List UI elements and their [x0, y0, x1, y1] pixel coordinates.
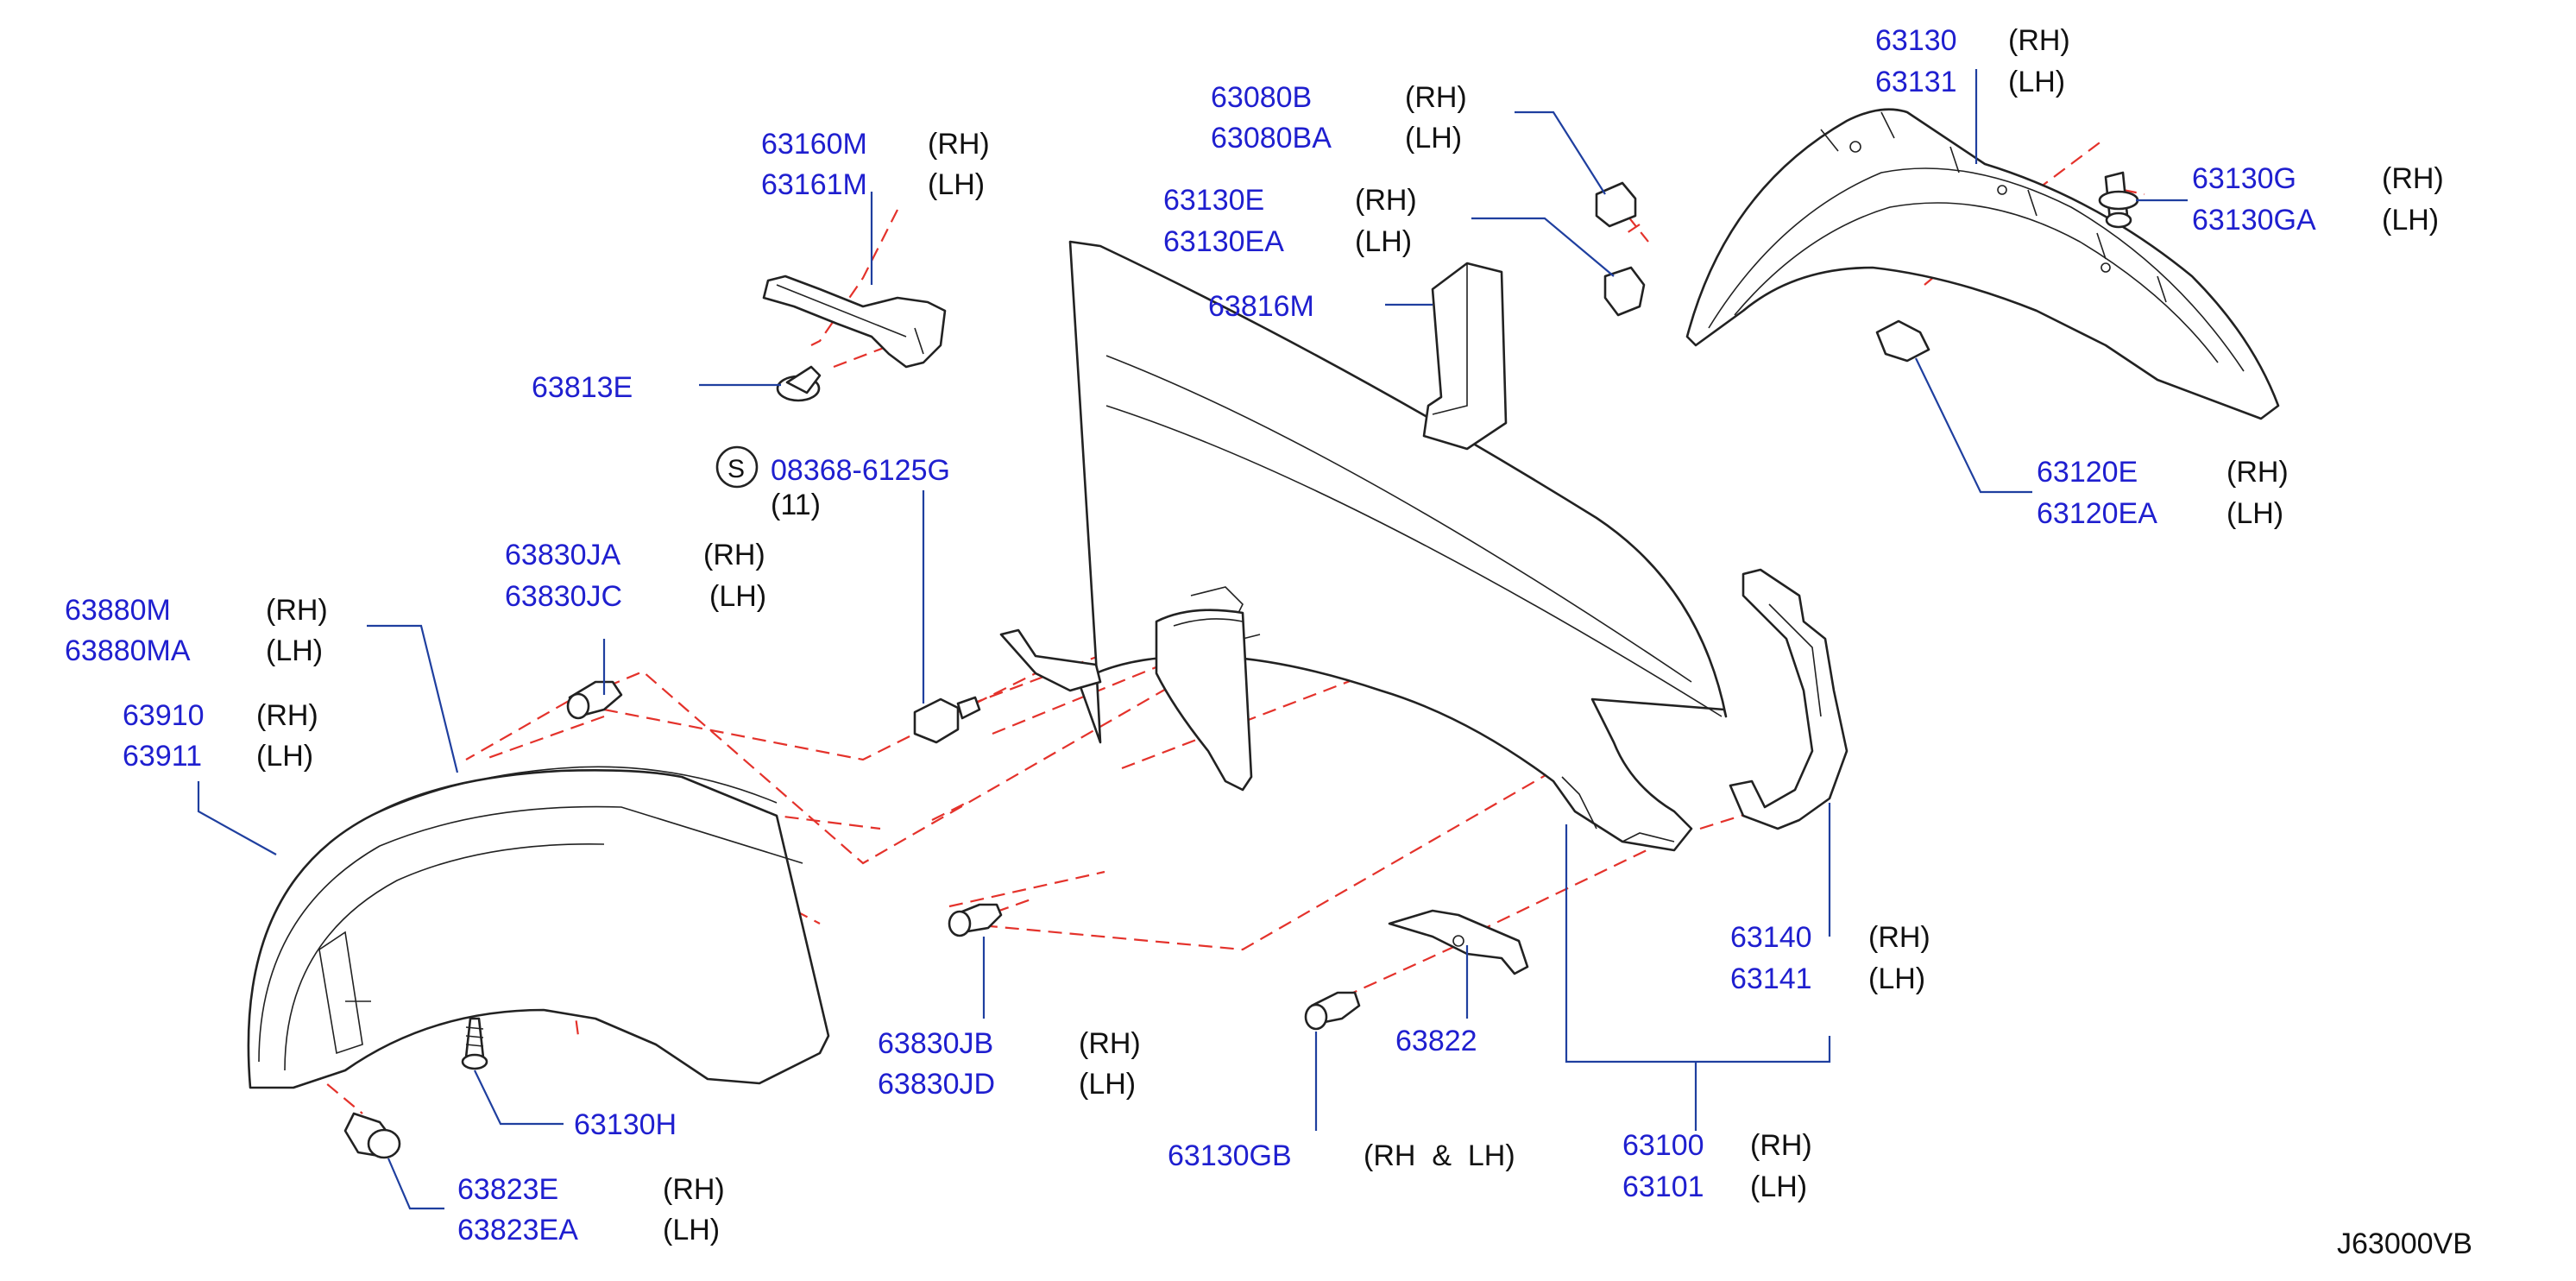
label-63100[interactable]: 63100: [1622, 1129, 1704, 1162]
label-63101[interactable]: 63101: [1622, 1171, 1704, 1203]
label-63141[interactable]: 63141: [1730, 962, 1812, 995]
screw-63130h-part: [461, 1017, 488, 1070]
front-fender-part: [1068, 240, 1728, 852]
label-rh-63830ja: (RH): [703, 539, 765, 571]
fender-protector-lip-part: [362, 766, 778, 821]
label-lh-63101: (LH): [1750, 1171, 1807, 1203]
label-lh-63080ba: (LH): [1405, 122, 1462, 155]
label-lh-63830jc: (LH): [709, 580, 766, 613]
label-rh-63830jb: (RH): [1079, 1027, 1141, 1060]
splash-shield-part: [247, 769, 830, 1089]
bracket-63822-part: [1388, 909, 1529, 975]
label-rh-63120e: (RH): [2226, 456, 2289, 489]
clip-63080b-part: [1595, 181, 1637, 228]
label-rh-63823e: (RH): [663, 1173, 725, 1206]
label-screw-qty: (11): [771, 489, 821, 521]
label-63120e[interactable]: 63120E: [2037, 456, 2138, 489]
label-63120ea[interactable]: 63120EA: [2037, 497, 2157, 530]
leader-lines: [197, 69, 2188, 1210]
clip-63830ja-part: [566, 680, 623, 720]
label-rh-63080b: (RH): [1405, 81, 1467, 114]
clip-63120e-part: [1875, 319, 1930, 363]
label-lh-63130ea: (LH): [1355, 225, 1412, 258]
label-rh-63910: (RH): [256, 699, 318, 732]
label-63830ja[interactable]: 63830JA: [505, 539, 621, 571]
label-rh-63130e: (RH): [1355, 184, 1417, 217]
label-63823e[interactable]: 63823E: [457, 1173, 558, 1206]
fender-bracket-63140-part: [1729, 568, 1849, 830]
label-lh-63161m: (LH): [928, 168, 985, 201]
label-lh-63141: (LH): [1868, 962, 1925, 995]
label-63880m[interactable]: 63880M: [65, 594, 171, 627]
clip-63813e-part: [776, 365, 822, 402]
label-lh-63131: (LH): [2008, 66, 2065, 98]
label-rh-63130g: (RH): [2382, 162, 2444, 195]
label-rh-63140: (RH): [1868, 921, 1930, 954]
label-rh-63160m: (RH): [928, 128, 990, 161]
label-63161m[interactable]: 63161M: [761, 168, 867, 201]
clip-63830jb-part: [948, 903, 1003, 937]
label-screw-symbol: S: [727, 455, 745, 483]
label-lh-63120ea: (LH): [2226, 497, 2283, 530]
label-lh-63823ea: (LH): [663, 1214, 720, 1246]
clip-63130gb-part: [1304, 991, 1361, 1031]
label-63823ea[interactable]: 63823EA: [457, 1214, 578, 1246]
part-labels: 63160M (RH) 63161M (LH) 63813E S 08368-6…: [65, 24, 2472, 1260]
screw-symbol-circle: [715, 445, 759, 489]
clip-63130e-part: [1603, 266, 1646, 317]
label-63880ma[interactable]: 63880MA: [65, 634, 191, 667]
label-rh-63100: (RH): [1750, 1129, 1812, 1162]
label-lh-63911: (LH): [256, 740, 313, 773]
label-63131[interactable]: 63131: [1875, 66, 1957, 98]
label-lh-63880ma: (LH): [266, 634, 323, 667]
label-63130ga[interactable]: 63130GA: [2192, 204, 2316, 237]
label-63822[interactable]: 63822: [1395, 1025, 1477, 1057]
label-rh-63880m: (RH): [266, 594, 328, 627]
bolt-08368-part: [913, 696, 981, 744]
clip-63130g-part: [2098, 171, 2139, 229]
label-rh-lh-63130gb: (RH & LH): [1364, 1139, 1515, 1172]
label-63830jd[interactable]: 63830JD: [878, 1068, 995, 1101]
label-63130g[interactable]: 63130G: [2192, 162, 2296, 195]
insulator-63816m-part: [1422, 262, 1508, 451]
label-63910[interactable]: 63910: [123, 699, 205, 732]
label-63130h[interactable]: 63130H: [574, 1108, 677, 1141]
label-63130gb[interactable]: 63130GB: [1168, 1139, 1292, 1172]
label-63130e[interactable]: 63130E: [1163, 184, 1264, 217]
label-63130ea[interactable]: 63130EA: [1163, 225, 1284, 258]
clip-63823e-part: [343, 1112, 401, 1159]
label-63830jc[interactable]: 63830JC: [505, 580, 622, 613]
corner-bracket-part: [762, 274, 947, 369]
label-63130[interactable]: 63130: [1875, 24, 1957, 57]
label-63816m[interactable]: 63816M: [1208, 290, 1314, 323]
label-63813e[interactable]: 63813E: [532, 371, 633, 404]
label-08368-6125g[interactable]: 08368-6125G: [771, 454, 950, 487]
label-63830jb[interactable]: 63830JB: [878, 1027, 993, 1060]
label-63911[interactable]: 63911: [123, 740, 202, 773]
label-63080b[interactable]: 63080B: [1211, 81, 1312, 114]
label-rh-63130: (RH): [2008, 24, 2070, 57]
label-63140[interactable]: 63140: [1730, 921, 1812, 954]
inner-fender-liner-part: [1685, 108, 2280, 420]
label-63080ba[interactable]: 63080BA: [1211, 122, 1332, 155]
label-lh-63830jd: (LH): [1079, 1068, 1136, 1101]
fender-inner-bracket-part: [999, 609, 1253, 792]
label-63160m[interactable]: 63160M: [761, 128, 867, 161]
label-lh-63130ga: (LH): [2382, 204, 2439, 237]
diagram-code: J63000VB: [2337, 1227, 2472, 1260]
